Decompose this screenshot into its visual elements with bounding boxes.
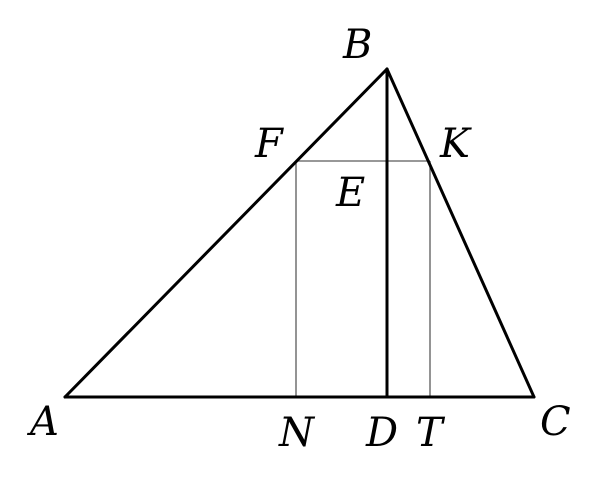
label-E: E (335, 170, 365, 216)
label-C: C (540, 399, 571, 445)
side-BC (385, 67, 536, 399)
label-T: T (416, 410, 446, 456)
label-N: N (278, 410, 316, 456)
side-AB (63, 67, 389, 399)
label-D: D (365, 410, 398, 456)
label-K: K (439, 121, 472, 167)
label-F: F (254, 121, 284, 167)
label-A: A (26, 399, 59, 445)
label-B: B (342, 22, 372, 68)
